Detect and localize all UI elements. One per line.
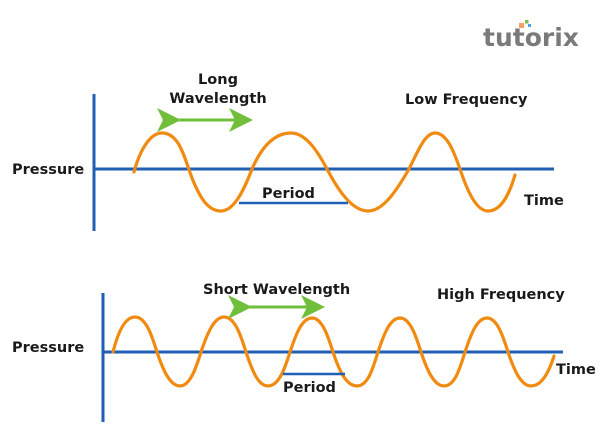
panel-high-frequency: Pressure Time Short Wavelength High Freq… (12, 282, 596, 422)
logo-text: tutorix (483, 23, 579, 52)
period-label: Period (262, 186, 315, 202)
frequency-label: High Frequency (437, 287, 565, 303)
x-axis-label: Time (556, 362, 596, 378)
logo-dot-orange (519, 23, 524, 28)
x-axis-label: Time (524, 193, 564, 209)
low-frequency-wave (132, 131, 517, 213)
frequency-label: Low Frequency (405, 92, 528, 108)
wavelength-label-line-1: Long (198, 72, 238, 88)
wavelength-label-line-2: Wavelength (169, 91, 266, 107)
panel-low-frequency: Pressure Time Long Wavelength Low Freque… (12, 72, 564, 231)
period-label: Period (283, 380, 336, 396)
logo-dot-blue (528, 24, 531, 27)
y-axis-label: Pressure (12, 340, 84, 356)
logo-dot-green (525, 20, 529, 24)
high-frequency-wave (111, 315, 556, 388)
y-axis-label: Pressure (12, 162, 84, 178)
tutorix-logo: tutorix (483, 20, 579, 52)
wavelength-label: Short Wavelength (203, 282, 350, 298)
